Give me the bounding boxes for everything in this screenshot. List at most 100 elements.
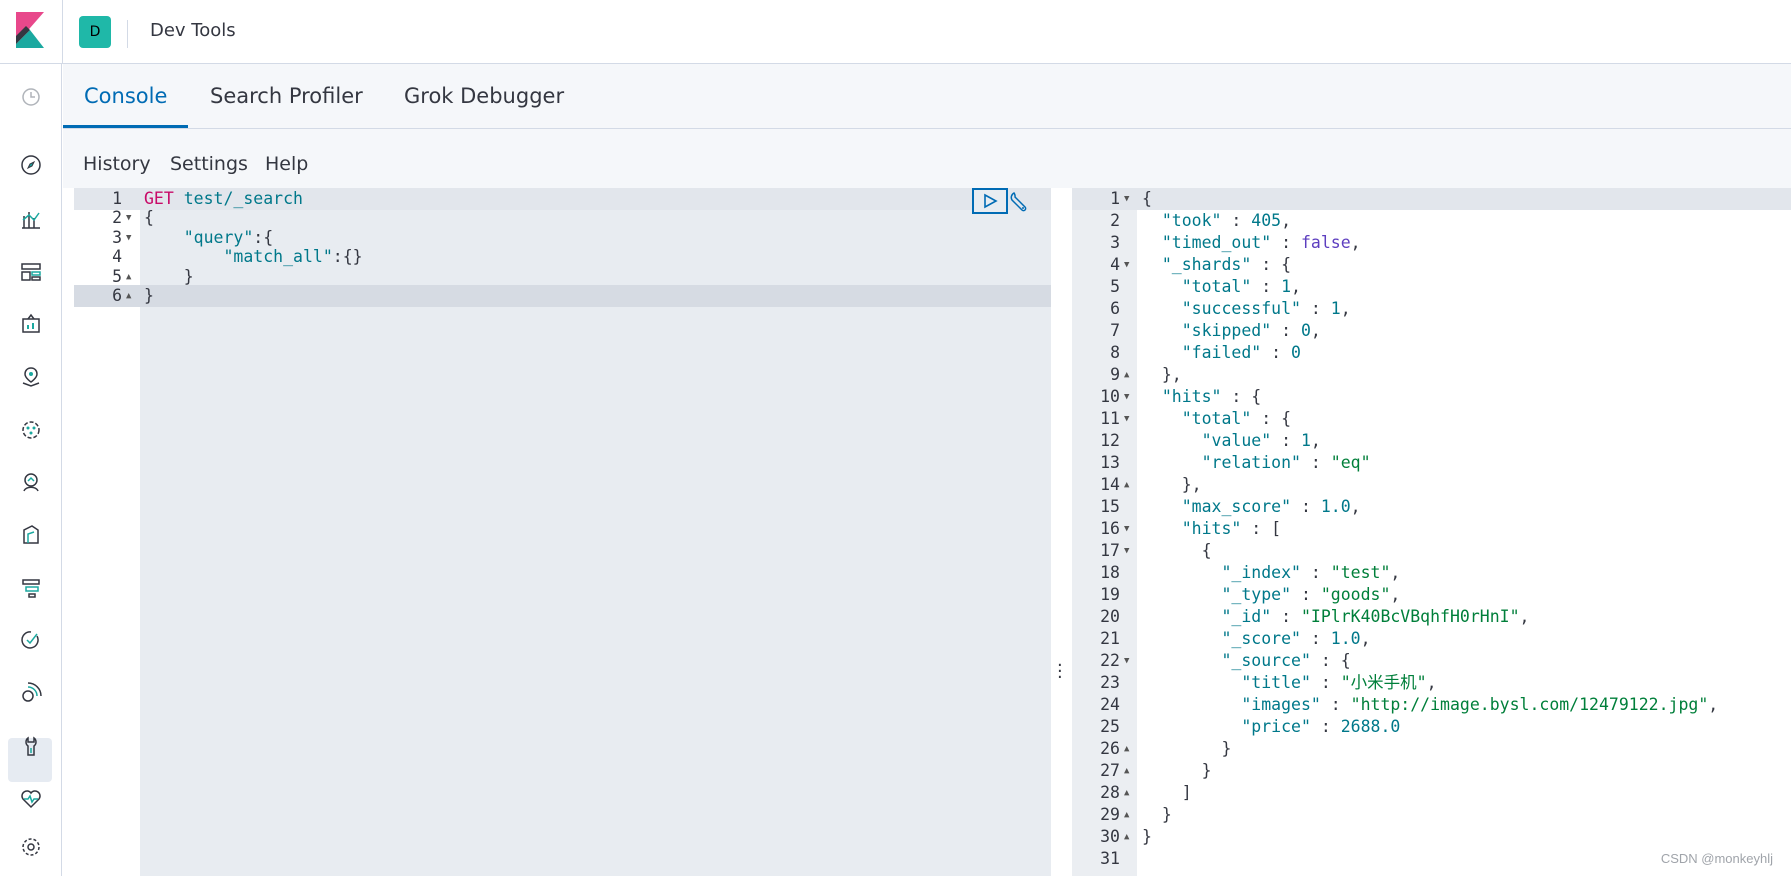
response-editor[interactable]: 1▼{2 "took" : 405,3 "timed_out" : false,… (1072, 188, 1791, 876)
fold-close-icon[interactable]: ▲ (1124, 832, 1130, 842)
ml-icon[interactable] (16, 415, 46, 445)
code-token: GET (144, 189, 174, 208)
breadcrumb: Dev Tools (150, 20, 236, 41)
settings-link[interactable]: Settings (170, 153, 248, 175)
fold-open-icon[interactable]: ▼ (1124, 656, 1130, 666)
discover-icon[interactable] (16, 150, 46, 180)
code-token: "小米手机" (1340, 673, 1427, 692)
code-token: "query" (183, 227, 254, 247)
code-token: "_id" (1221, 607, 1272, 626)
help-link[interactable]: Help (265, 153, 309, 175)
code-token: "total" (1181, 277, 1252, 296)
line-number: 20 (1100, 607, 1120, 626)
history-link[interactable]: History (83, 153, 151, 175)
fold-open-icon[interactable]: ▼ (1124, 194, 1130, 204)
uptime-icon[interactable] (16, 625, 46, 655)
code-token: "eq" (1330, 453, 1371, 472)
response-line: 7 "skipped" : 0, (1072, 320, 1791, 342)
code-text: "total" : { (1142, 408, 1291, 430)
maps-icon[interactable] (16, 362, 46, 392)
line-number: 2 (112, 208, 122, 228)
logs-icon[interactable] (16, 520, 46, 550)
response-line: 30▲} (1072, 826, 1791, 848)
tab-console[interactable]: Console (84, 84, 168, 108)
code-token: : (1310, 673, 1341, 692)
code-token (1142, 651, 1221, 670)
space-avatar[interactable]: D (79, 16, 111, 48)
code-token: , (1708, 695, 1719, 714)
code-token: , (1519, 607, 1530, 626)
fold-open-icon[interactable]: ▼ (1124, 260, 1130, 270)
code-token: "took" (1161, 211, 1222, 230)
fold-close-icon[interactable]: ▲ (126, 291, 132, 301)
code-text: "hits" : [ (1142, 518, 1281, 540)
resizer-handle-icon[interactable]: ··· (1057, 655, 1063, 688)
fold-open-icon[interactable]: ▼ (1124, 392, 1130, 402)
panel-resizer[interactable] (1051, 188, 1072, 876)
code-token: : (1251, 277, 1282, 296)
infrastructure-icon[interactable] (16, 467, 46, 497)
line-number: 5 (1110, 277, 1120, 296)
code-token (1142, 607, 1221, 626)
fold-close-icon[interactable]: ▲ (1124, 480, 1130, 490)
fold-close-icon[interactable]: ▲ (1124, 788, 1130, 798)
fold-open-icon[interactable]: ▼ (1124, 414, 1130, 424)
line-number: 29 (1100, 805, 1120, 824)
code-text: } (1142, 804, 1172, 826)
header-divider (62, 0, 63, 64)
fold-close-icon[interactable]: ▲ (126, 271, 132, 282)
code-token (1142, 409, 1182, 428)
console-menu: History Settings Help (63, 129, 1791, 188)
code-token: "relation" (1201, 453, 1301, 472)
code-token (1142, 717, 1241, 736)
fold-open-icon[interactable]: ▼ (126, 232, 132, 243)
watermark: CSDN @monkeyhlj (1660, 851, 1773, 866)
dev-tools-icon[interactable] (16, 731, 46, 761)
canvas-icon[interactable] (16, 309, 46, 339)
fold-open-icon[interactable]: ▼ (126, 213, 132, 224)
code-token: : (1221, 211, 1252, 230)
response-gutter (1072, 188, 1137, 876)
line-number: 30 (1100, 827, 1120, 846)
apm-icon[interactable] (16, 573, 46, 603)
siem-icon[interactable] (16, 678, 46, 708)
tab-grok-debugger[interactable]: Grok Debugger (404, 84, 565, 108)
management-icon[interactable] (16, 832, 46, 862)
fold-close-icon[interactable]: ▲ (1124, 370, 1130, 380)
code-text: "skipped" : 0, (1142, 320, 1321, 342)
code-text: "relation" : "eq" (1142, 452, 1371, 474)
tab-search-profiler[interactable]: Search Profiler (210, 84, 363, 108)
recent-icon[interactable] (16, 82, 46, 112)
code-token: : (1300, 563, 1331, 582)
code-token: : (1310, 717, 1341, 736)
line-number: 3 (1110, 233, 1120, 252)
fold-open-icon[interactable]: ▼ (1124, 524, 1130, 534)
code-token: "successful" (1181, 299, 1301, 318)
code-token: "_score" (1221, 629, 1301, 648)
kibana-logo-icon[interactable] (16, 12, 44, 48)
request-line: 6▲} (74, 285, 1051, 307)
line-number: 16 (1100, 519, 1120, 538)
code-token: test/_search (183, 189, 303, 208)
visualize-icon[interactable] (16, 204, 46, 234)
response-line: 12 "value" : 1, (1072, 430, 1791, 452)
request-options-button[interactable] (1006, 189, 1032, 215)
dashboard-icon[interactable] (16, 257, 46, 287)
fold-close-icon[interactable]: ▲ (1124, 810, 1130, 820)
code-text: "max_score" : 1.0, (1142, 496, 1361, 518)
code-token: 0 (1300, 321, 1311, 340)
run-request-button[interactable] (972, 188, 1008, 214)
fold-close-icon[interactable]: ▲ (1124, 766, 1130, 776)
fold-open-icon[interactable]: ▼ (1124, 546, 1130, 556)
code-token: , (1350, 497, 1361, 516)
request-line: 3▼ "query":{ (74, 227, 1051, 249)
code-token: : (1291, 585, 1321, 604)
code-token (144, 247, 223, 266)
monitoring-icon[interactable] (16, 784, 46, 814)
code-text: } (144, 285, 154, 307)
code-token: : { (1310, 651, 1351, 670)
code-token: "images" (1241, 695, 1321, 714)
fold-close-icon[interactable]: ▲ (1124, 744, 1130, 754)
code-token (1142, 629, 1221, 648)
